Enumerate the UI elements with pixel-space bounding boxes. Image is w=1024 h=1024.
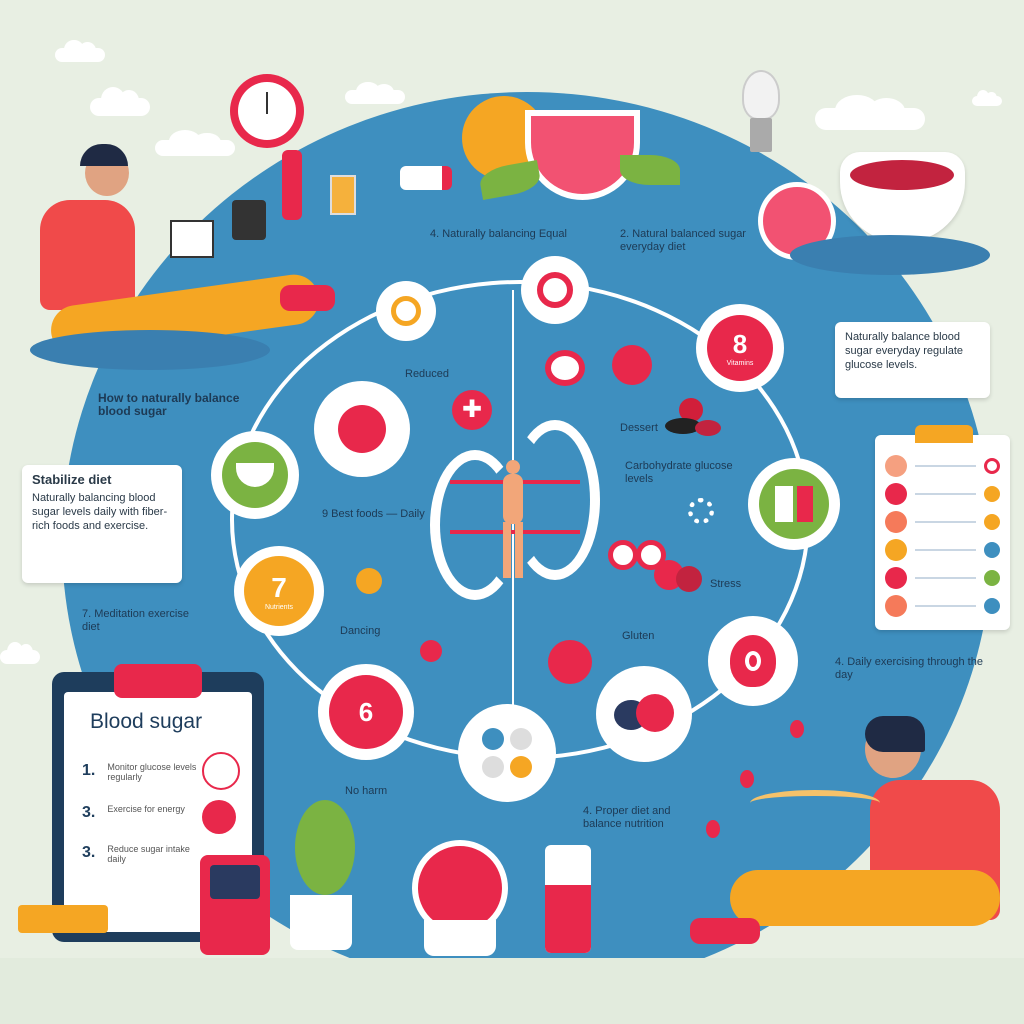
cherry-icon bbox=[545, 350, 585, 386]
person-shadow bbox=[30, 330, 270, 370]
checklist-clip bbox=[915, 425, 973, 443]
ring-node-bottom bbox=[462, 708, 552, 798]
clipboard-item-number: 3. bbox=[82, 804, 96, 821]
ring-node-apple bbox=[318, 385, 406, 473]
node-number-7: 7 bbox=[271, 571, 287, 603]
left-bottom-label: 7. Meditation exercise diet bbox=[82, 608, 189, 633]
cloud-decoration bbox=[345, 81, 405, 104]
left-side-title: How to naturally balance blood sugar bbox=[98, 391, 240, 418]
clipboard-item-text: Exercise for energy bbox=[107, 804, 185, 814]
blood-drop-icon bbox=[740, 770, 754, 788]
berry-cluster-icon bbox=[548, 640, 592, 684]
test-strip-icon bbox=[18, 905, 108, 933]
cloud-decoration bbox=[155, 130, 235, 156]
seated-woman-figure bbox=[690, 716, 1020, 960]
first-aid-icon: ✚ bbox=[452, 390, 492, 430]
center-label-2: 9 Best foods — Daily bbox=[322, 508, 425, 520]
node-number-6: 6 bbox=[358, 696, 374, 727]
jar-icon bbox=[232, 200, 266, 240]
center-label-1: Carbohydrate glucose levels bbox=[625, 460, 733, 485]
checklist-panel bbox=[875, 435, 1010, 630]
plant-leaf-icon bbox=[295, 800, 355, 895]
sun-icon bbox=[356, 568, 382, 594]
clipboard-item-text: Reduce sugar intake daily bbox=[107, 844, 190, 864]
clipboard-item-number: 1. bbox=[82, 762, 96, 779]
blood-sugar-clipboard: Blood sugar 1. Monitor glucose levels re… bbox=[52, 664, 264, 942]
bottom-right-label: 4. Proper diet and balance nutrition bbox=[583, 805, 671, 830]
ring-node-drinks bbox=[752, 462, 836, 546]
right-label: 4. Daily exercising through the day bbox=[835, 656, 983, 681]
human-body-icon bbox=[498, 460, 528, 580]
tag-reduced: Reduced bbox=[405, 368, 450, 380]
apple-icon bbox=[612, 345, 652, 385]
ring-node-top-left bbox=[380, 285, 432, 337]
ring-node-pills bbox=[600, 670, 688, 758]
ring-node-8: 8 Vitamins bbox=[700, 308, 780, 388]
glucose-meter-icon bbox=[200, 855, 270, 955]
clipboard-item-text: Monitor glucose levels regularly bbox=[107, 762, 197, 782]
info-card-left-title: Stabilize diet bbox=[32, 472, 112, 487]
juice-bottle-icon bbox=[545, 845, 591, 953]
ring-node-top bbox=[525, 260, 585, 320]
clock-icon bbox=[230, 74, 304, 148]
blood-drop-icon bbox=[706, 820, 720, 838]
node-sublabel-8: Vitamins bbox=[726, 360, 754, 367]
cloud-decoration bbox=[55, 39, 105, 62]
clipboard-item: 3. Reduce sugar intake daily bbox=[82, 844, 252, 864]
ring-node-6: 6 bbox=[322, 668, 410, 756]
leaf-icon bbox=[620, 155, 680, 185]
ring-node-7: 7 Nutrients bbox=[238, 550, 320, 632]
clipboard-item: 3. Exercise for energy bbox=[82, 804, 252, 822]
info-card-right: Naturally balance blood sugar everyday r… bbox=[835, 322, 990, 398]
cloud-decoration bbox=[815, 94, 925, 130]
ground-line bbox=[0, 958, 1024, 1024]
lightbulb-base-icon bbox=[750, 118, 772, 152]
cloud-decoration bbox=[90, 87, 150, 116]
bowl-shadow bbox=[790, 235, 990, 275]
info-card-left-body: Naturally balancing blood sugar levels d… bbox=[32, 492, 168, 532]
berries-icon bbox=[665, 398, 725, 438]
pill-bottle-icon bbox=[400, 166, 452, 190]
cloud-decoration bbox=[972, 90, 1002, 106]
blood-drop-icon bbox=[790, 720, 804, 738]
bowl-contents-icon bbox=[850, 160, 954, 190]
lightbulb-icon bbox=[742, 70, 780, 120]
glass-icon bbox=[330, 175, 356, 215]
potted-plant-icon bbox=[290, 895, 352, 950]
info-card-right-text: Naturally balance blood sugar everyday r… bbox=[845, 331, 964, 371]
bottom-label: No harm bbox=[345, 785, 388, 797]
scale-stand-icon bbox=[282, 150, 302, 220]
clipboard-title: Blood sugar bbox=[90, 710, 203, 733]
label-top-left: 4. Naturally balancing Equal bbox=[430, 228, 567, 240]
ring-node-salad bbox=[215, 435, 295, 515]
cloud-decoration bbox=[0, 641, 40, 664]
info-card-left: Stabilize diet Naturally balancing blood… bbox=[22, 465, 182, 583]
gear-icon bbox=[688, 498, 714, 524]
tag-dessert: Dessert bbox=[620, 422, 658, 434]
tag-dancing: Dancing bbox=[340, 625, 381, 637]
node-number-8: 8 bbox=[732, 329, 748, 359]
cherry-small-icon bbox=[420, 640, 442, 662]
tag-stress: Stress bbox=[710, 578, 742, 590]
node-sublabel-7: Nutrients bbox=[264, 603, 293, 611]
clipboard-item: 1. Monitor glucose levels regularly bbox=[82, 762, 252, 782]
pills-icon bbox=[608, 540, 708, 592]
ring-node-drop bbox=[712, 620, 794, 702]
pot-icon bbox=[424, 920, 496, 956]
label-top-right: 2. Natural balanced sugar everyday diet bbox=[620, 228, 746, 253]
tag-gluten: Gluten bbox=[622, 630, 655, 642]
clipboard-item-number: 3. bbox=[82, 844, 96, 861]
